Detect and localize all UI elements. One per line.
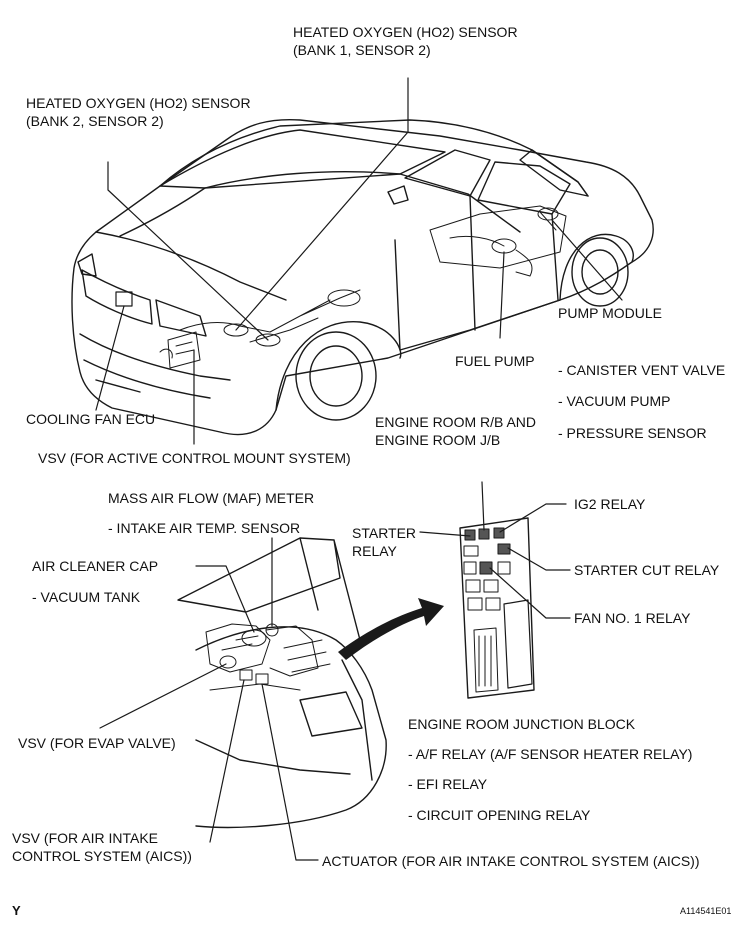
rear-wheel-arch — [559, 233, 634, 301]
jb-connector — [473, 627, 499, 693]
label-cooling-fan-ecu: COOLING FAN ECU — [26, 411, 156, 427]
hood — [95, 187, 287, 301]
exhaust-system — [179, 289, 361, 343]
label-pump-module: PUMP MODULE — [558, 305, 662, 321]
label-ho2-bank2-line1: HEATED OXYGEN (HO2) SENSOR — [26, 95, 251, 111]
raised-hood — [177, 537, 361, 641]
label-pressure-sensor: - PRESSURE SENSOR — [558, 425, 707, 441]
jb-relay-ig2 — [493, 527, 505, 539]
label-vsv-evap-valve: VSV (FOR EVAP VALVE) — [18, 735, 176, 751]
engine-components — [159, 331, 201, 369]
label-circuit-opening-relay: - CIRCUIT OPENING RELAY — [408, 807, 591, 823]
leader-fan-no1-relay — [489, 567, 571, 619]
leader-fuel-pump — [499, 251, 505, 339]
leader-cooling-fan-ecu — [95, 305, 125, 411]
label-efi-relay: - EFI RELAY — [408, 776, 488, 792]
air-cleaner-cap-body — [241, 629, 267, 647]
jb-relay-starter-cut — [497, 543, 511, 555]
ho2-sensor-bank2-body — [255, 333, 281, 347]
label-actuator-aics: ACTUATOR (FOR AIR INTAKE CONTROL SYSTEM … — [322, 853, 700, 869]
leader-ho2-bank1 — [235, 77, 409, 331]
label-intake-air-temp-sensor: - INTAKE AIR TEMP. SENSOR — [108, 520, 301, 536]
label-vsv-active-control-mount: VSV (FOR ACTIVE CONTROL MOUNT SYSTEM) — [38, 450, 351, 466]
label-vsv-aics-line1: VSV (FOR AIR INTAKE — [12, 830, 158, 846]
leader-vsv-aics — [209, 679, 245, 843]
leader-starter-cut-relay — [507, 547, 571, 571]
cooling-fan-ecu-body — [115, 291, 133, 307]
fuel-tank — [429, 205, 567, 269]
corner-mark: Y — [12, 903, 21, 918]
leader-ho2-bank2 — [107, 161, 269, 341]
leader-starter-relay — [419, 531, 471, 537]
rear-wheel-hub — [581, 249, 619, 295]
vsv-aics-body — [239, 669, 253, 681]
windshield — [159, 129, 446, 189]
leader-air-cleaner-cap — [195, 565, 255, 633]
leader-engine-room-rb — [481, 481, 485, 531]
leader-actuator-aics — [261, 683, 319, 861]
jb-relay-fan1 — [479, 561, 493, 575]
door-lines — [394, 195, 561, 351]
front-door-window — [404, 149, 491, 197]
leader-vsv-evap — [99, 663, 227, 729]
label-maf-meter: MASS AIR FLOW (MAF) METER — [108, 490, 315, 506]
label-canister-vent-valve: - CANISTER VENT VALVE — [558, 362, 726, 378]
leader-lines — [95, 77, 623, 861]
label-air-cleaner-cap: AIR CLEANER CAP — [32, 558, 159, 574]
engine-bay-illustration — [177, 517, 535, 829]
label-vacuum-pump: - VACUUM PUMP — [558, 393, 671, 409]
pump-module-body — [537, 207, 559, 221]
ho2-sensor-bank1-body — [223, 323, 249, 337]
catalytic-converter — [327, 289, 361, 307]
jb-relay-top-1 — [464, 529, 476, 541]
car-illustration — [71, 118, 654, 436]
front-bumper — [79, 333, 231, 399]
front-wheel-hub — [309, 345, 363, 407]
rear-door-window — [477, 161, 571, 215]
headlight-left — [77, 253, 97, 277]
figure-id: A114541E01 — [680, 906, 732, 916]
label-engine-room-rb-line2: ENGINE ROOM J/B — [375, 432, 501, 448]
fuel-lines — [449, 211, 557, 277]
label-engine-room-rb-line1: ENGINE ROOM R/B AND — [375, 414, 537, 430]
rear-wheel — [571, 237, 629, 307]
grille — [81, 269, 153, 325]
rear-window — [519, 149, 589, 197]
label-ho2-bank2-line2: (BANK 2, SENSOR 2) — [26, 113, 164, 129]
label-vsv-aics-line2: CONTROL SYSTEM (AICS)) — [12, 848, 192, 864]
label-vacuum-tank: - VACUUM TANK — [32, 589, 141, 605]
vsv-evap-body — [219, 655, 237, 669]
engine-bay-body — [195, 626, 387, 829]
jb-large-relay — [503, 599, 533, 689]
junction-block-outline — [459, 517, 535, 699]
bay-headlight — [299, 691, 363, 737]
side-mirror — [387, 185, 409, 205]
label-starter-relay-line1: STARTER — [352, 525, 417, 541]
label-engine-room-junction-block: ENGINE ROOM JUNCTION BLOCK — [408, 716, 636, 732]
leader-ig2-relay — [499, 503, 567, 533]
label-fuel-pump: FUEL PUMP — [455, 353, 535, 369]
leader-pump-module — [551, 219, 623, 301]
headlight-right — [155, 299, 207, 337]
engine-internals — [205, 623, 319, 677]
bay-ribs — [209, 639, 331, 691]
front-wheel — [295, 331, 377, 421]
label-starter-relay-line2: RELAY — [352, 543, 397, 559]
label-ho2-bank1-line1: HEATED OXYGEN (HO2) SENSOR — [293, 24, 518, 40]
label-fan-no1-relay: FAN NO. 1 RELAY — [574, 610, 691, 626]
front-wheel-arch — [275, 321, 402, 411]
callout-arrow — [338, 598, 444, 660]
label-ho2-bank1-line2: (BANK 1, SENSOR 2) — [293, 42, 431, 58]
label-ig2-relay: IG2 RELAY — [574, 496, 646, 512]
label-af-relay: - A/F RELAY (A/F SENSOR HEATER RELAY) — [408, 746, 693, 762]
label-starter-cut-relay: STARTER CUT RELAY — [574, 562, 720, 578]
jb-fuse-grid — [463, 545, 511, 611]
actuator-aics-body — [255, 673, 269, 685]
